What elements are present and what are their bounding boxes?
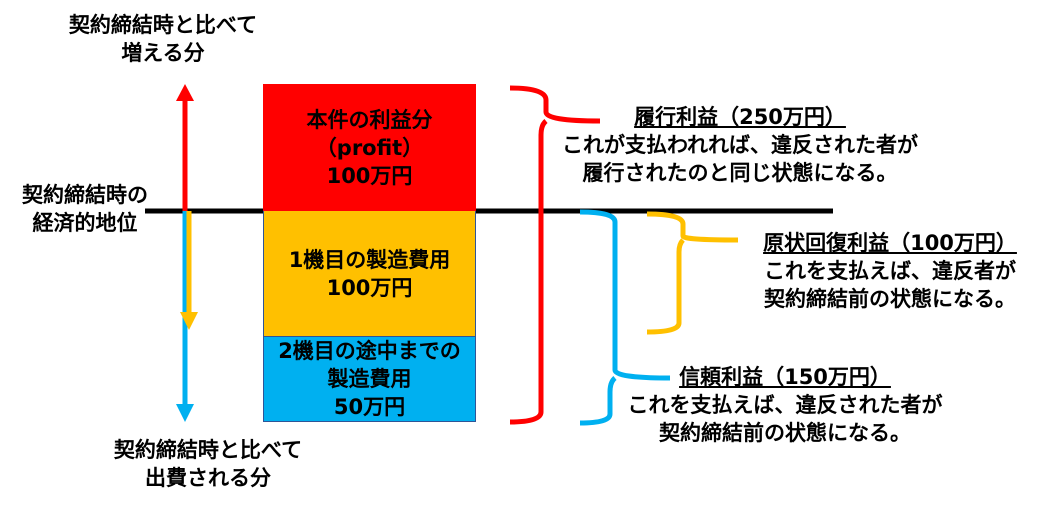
annotation-line: 契約締結前の状態になる。: [659, 421, 911, 445]
annotation-title: 履行利益（250万円）: [634, 105, 846, 129]
expense-label: 契約締結時と比べて 出費される分: [98, 436, 318, 492]
expense-label-line: 出費される分: [145, 466, 271, 490]
box-line: 1機目の製造費用: [288, 247, 451, 272]
box-line: 50万円: [333, 395, 406, 419]
box-line: 2機目の途中までの: [278, 339, 461, 363]
increase-label-line: 契約締結時と比べて: [68, 13, 258, 37]
annotation-title: 信頼利益（150万円）: [679, 365, 891, 389]
baseline-label: 契約締結時の 経済的地位: [5, 181, 165, 237]
expense-arrow-first-unit: [180, 211, 198, 330]
baseline-label-line: 経済的地位: [32, 211, 138, 235]
annotation-line: 履行されたのと同じ状態になる。: [582, 161, 898, 185]
annotation-line: これが支払われれば、違反された者が: [562, 133, 918, 157]
profit-box: 本件の利益分 （profit） 100万円: [263, 84, 476, 211]
baseline-label-line: 契約締結時の: [22, 183, 148, 207]
restitution-annotation: 原状回復利益（100万円） これを支払えば、違反者が 契約締結前の状態になる。: [735, 229, 1045, 313]
increase-label: 契約締結時と比べて 増える分: [53, 11, 273, 67]
box-line: 製造費用: [327, 367, 412, 391]
first-unit-cost-box: 1機目の製造費用 100万円: [263, 211, 476, 336]
annotation-line: 契約締結前の状態になる。: [764, 287, 1016, 311]
box-line: 100万円: [326, 163, 413, 188]
box-line: （profit）: [315, 135, 424, 160]
increase-arrow: [176, 84, 194, 211]
expectation-brace: [509, 85, 601, 425]
annotation-line: これを支払えば、違反された者が: [627, 393, 943, 417]
second-unit-cost-box: 2機目の途中までの 製造費用 50万円: [263, 336, 476, 422]
expectation-annotation: 履行利益（250万円） これが支払われれば、違反された者が 履行されたのと同じ状…: [530, 103, 950, 187]
annotation-line: これを支払えば、違反者が: [764, 259, 1016, 283]
expense-label-line: 契約締結時と比べて: [113, 438, 303, 462]
box-line: 100万円: [326, 275, 413, 300]
expense-arrow-total: [176, 211, 194, 422]
restitution-brace: [646, 211, 739, 335]
annotation-title: 原状回復利益（100万円）: [763, 231, 1017, 255]
reliance-annotation: 信頼利益（150万円） これを支払えば、違反された者が 契約締結前の状態になる。: [600, 363, 970, 447]
increase-label-line: 増える分: [121, 41, 205, 65]
box-line: 本件の利益分: [306, 107, 433, 132]
reliance-brace: [579, 209, 671, 426]
